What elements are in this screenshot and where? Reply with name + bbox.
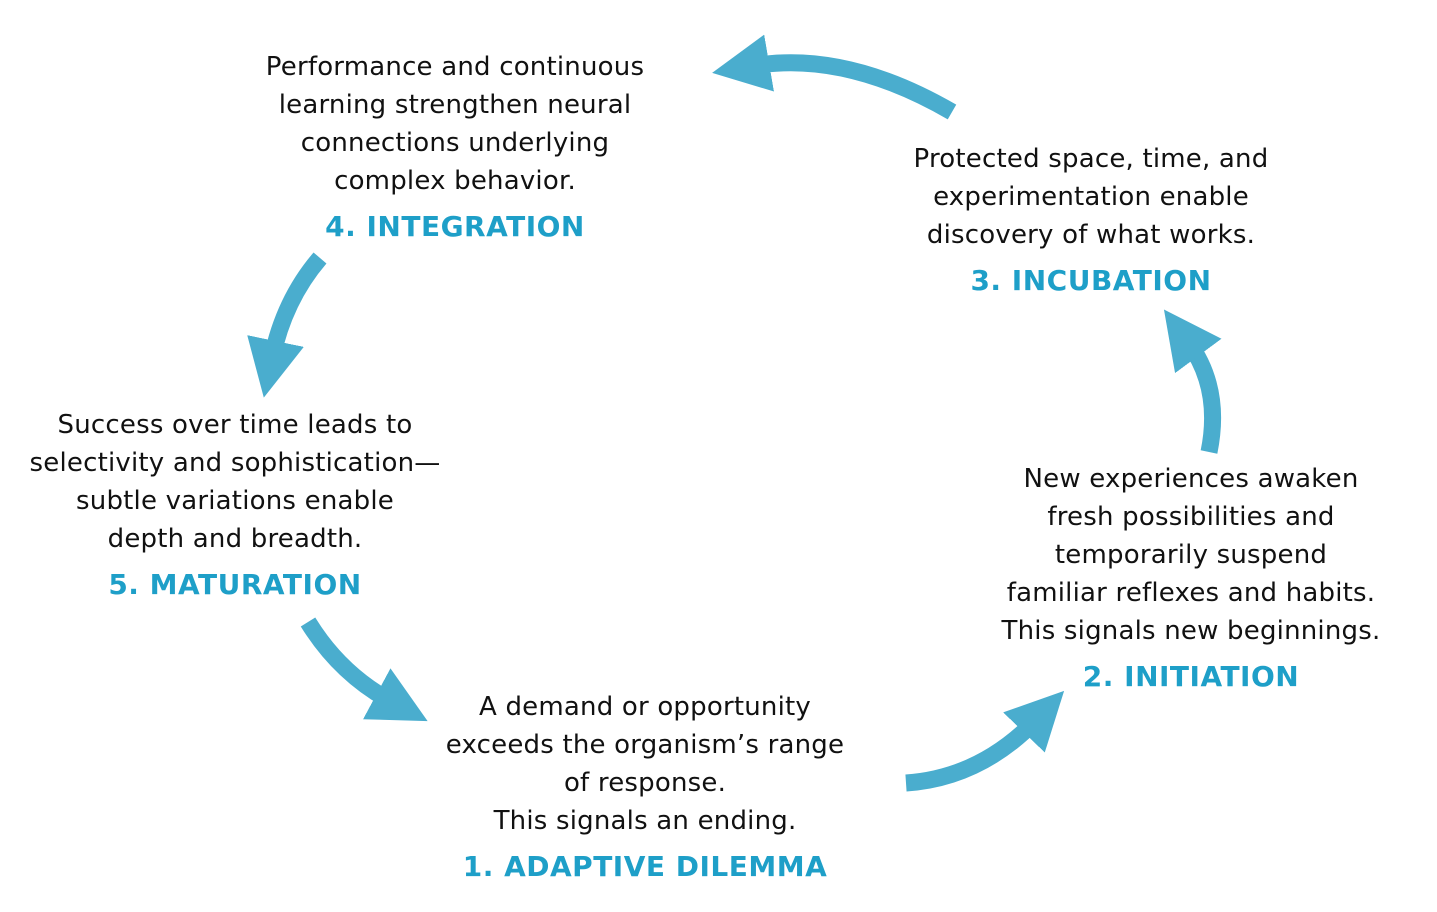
arrow-incubation-to-integration (712, 34, 957, 120)
stage-integration-label: 4. INTEGRATION (325, 210, 585, 243)
stage-maturation-label: 5. MATURATION (108, 568, 362, 601)
stage-integration: Performance and continuous learning stre… (185, 48, 725, 246)
stage-adaptive-dilemma: A demand or opportunity exceeds the orga… (375, 688, 915, 886)
stage-initiation-description: New experiences awaken fresh possibiliti… (1001, 464, 1381, 646)
stage-incubation: Protected space, time, and experimentati… (831, 140, 1351, 300)
arrow-adaptive-dilemma-to-initiation (905, 690, 1065, 792)
stage-incubation-description: Protected space, time, and experimentati… (913, 144, 1269, 250)
stage-adaptive-dilemma-label: 1. ADAPTIVE DILEMMA (462, 850, 828, 883)
stage-initiation-label: 2. INITIATION (1082, 660, 1300, 693)
stage-maturation-description: Success over time leads to selectivity a… (29, 410, 441, 554)
stage-adaptive-dilemma-description: A demand or opportunity exceeds the orga… (445, 692, 845, 836)
stage-maturation: Success over time leads to selectivity a… (0, 406, 470, 604)
arrow-initiation-to-incubation (1163, 309, 1222, 454)
stage-incubation-label: 3. INCUBATION (970, 264, 1212, 297)
stage-integration-description: Performance and continuous learning stre… (265, 52, 645, 196)
arrow-maturation-to-adaptive-dilemma (300, 617, 428, 722)
arrow-integration-to-maturation (247, 252, 327, 398)
stage-initiation: New experiences awaken fresh possibiliti… (941, 460, 1437, 696)
